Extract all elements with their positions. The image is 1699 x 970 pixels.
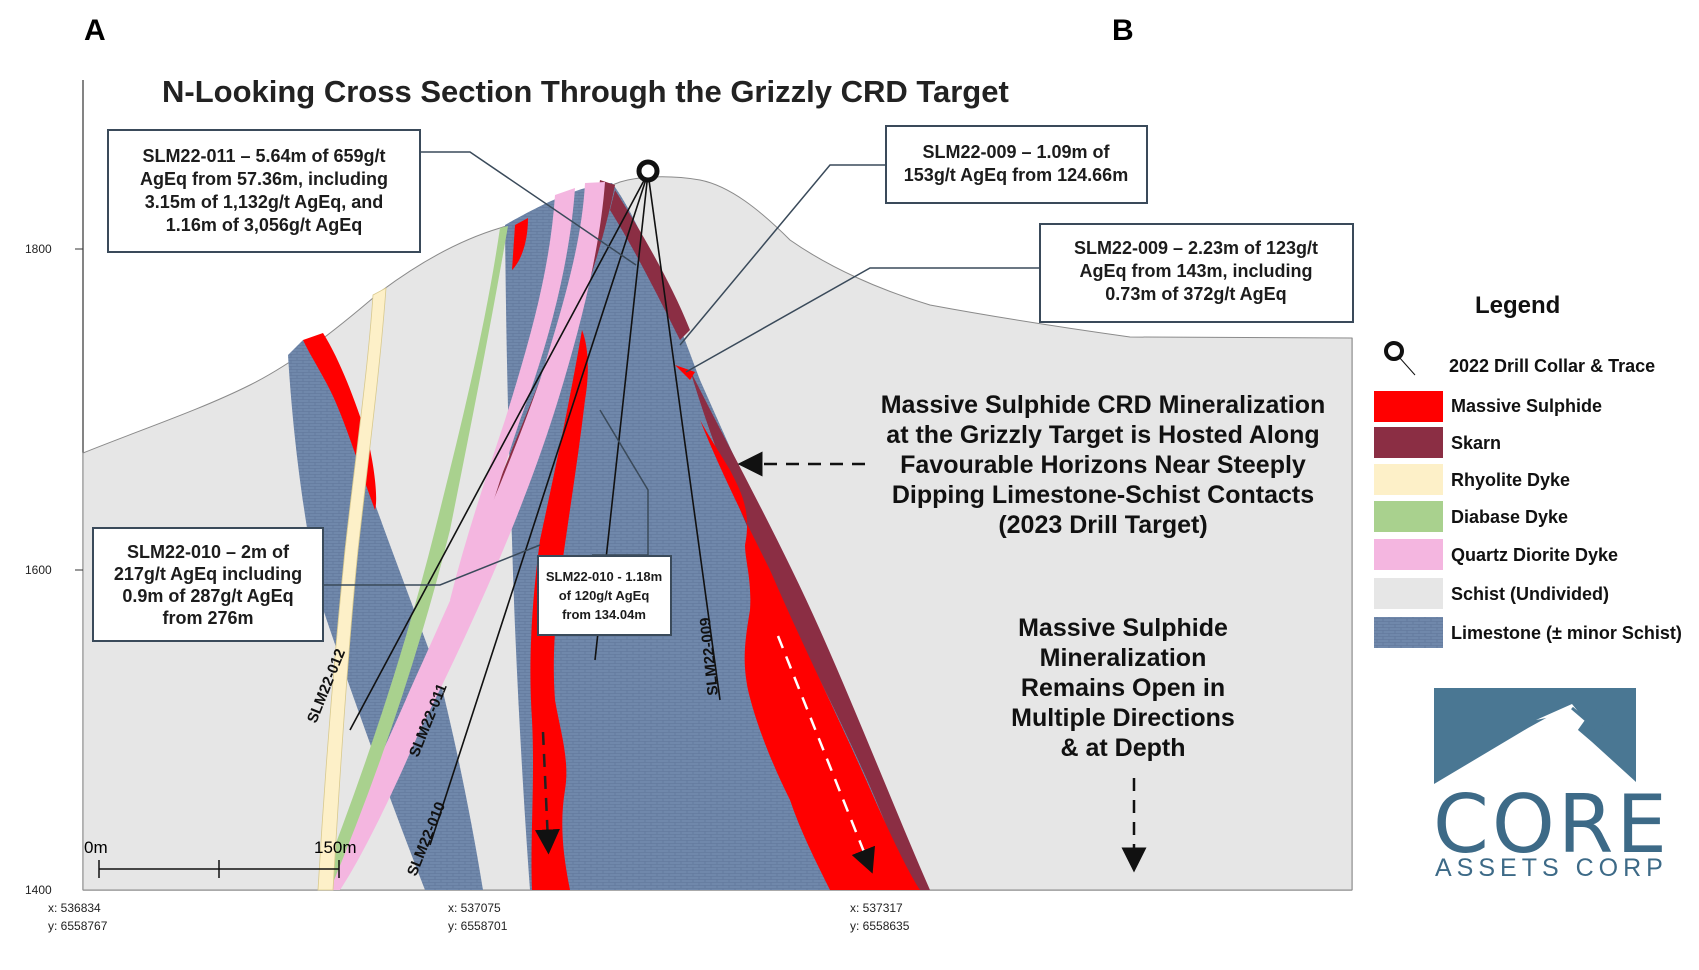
massive-sulphide-right	[700, 420, 920, 890]
svg-text:of 120g/t AgEq: of 120g/t AgEq	[559, 588, 650, 603]
massive-sulphide-collar	[512, 218, 528, 270]
coordinate-label-3: x: 537317 y: 6558635	[850, 901, 910, 933]
limestone-band-left	[288, 340, 483, 890]
open-annotation: Massive Sulphide Mineralization Remains …	[1011, 614, 1235, 762]
svg-text:Multiple Directions: Multiple Directions	[1011, 704, 1235, 732]
scale-bar: 0m 150m	[84, 838, 357, 878]
legend-swatch-schist	[1374, 578, 1443, 609]
svg-text:y: 6558635: y: 6558635	[850, 919, 910, 933]
legend-swatch-quartz-diorite	[1374, 539, 1443, 570]
svg-text:y: 6558767: y: 6558767	[48, 919, 108, 933]
corner-label-a: A	[84, 14, 106, 47]
svg-text:x: 537075: x: 537075	[448, 901, 501, 915]
legend-item-collar: 2022 Drill Collar & Trace	[1449, 356, 1655, 376]
svg-text:153g/t AgEq from 124.66m: 153g/t AgEq from 124.66m	[904, 165, 1128, 185]
massive-sulphide-small-right	[675, 365, 695, 380]
legend-item-skarn: Skarn	[1451, 433, 1501, 453]
direction-arrows	[534, 451, 1147, 874]
svg-text:0m: 0m	[84, 838, 108, 857]
legend-swatch-diabase	[1374, 501, 1443, 532]
svg-text:Massive Sulphide: Massive Sulphide	[1018, 614, 1228, 642]
svg-text:x: 536834: x: 536834	[48, 901, 101, 915]
skarn-right-rim	[690, 370, 930, 890]
svg-text:SLM22-010 - 1.18m: SLM22-010 - 1.18m	[546, 569, 662, 584]
svg-text:AgEq from 57.36m, including: AgEq from 57.36m, including	[140, 169, 388, 189]
svg-text:CORE: CORE	[1433, 778, 1670, 871]
callout-slm22-009-b: SLM22-009 – 2.23m of 123g/t AgEq from 14…	[1039, 223, 1354, 323]
svg-text:from 134.04m: from 134.04m	[562, 607, 646, 622]
svg-text:Remains Open in: Remains Open in	[1021, 674, 1225, 702]
svg-text:& at Depth: & at Depth	[1061, 734, 1186, 762]
core-assets-logo: CORE ASSETS CORP	[1433, 688, 1670, 882]
legend-item-quartz-diorite: Quartz Diorite Dyke	[1451, 545, 1618, 565]
svg-text:Dipping Limestone-Schist Conta: Dipping Limestone-Schist Contacts	[892, 481, 1314, 509]
elevation-label-1600: 1600	[25, 563, 52, 577]
legend-swatch-limestone	[1374, 617, 1443, 648]
elevation-label-1400: 1400	[25, 883, 52, 897]
leader-lines	[323, 151, 1040, 586]
legend-item-schist: Schist (Undivided)	[1451, 584, 1609, 604]
coordinate-label-2: x: 537075 y: 6558701	[448, 901, 508, 933]
elevation-label-1800: 1800	[25, 242, 52, 256]
callout-slm22-009-a: SLM22-009 – 1.09m of 153g/t AgEq from 12…	[885, 125, 1148, 204]
legend-item-limestone: Limestone (± minor Schist)	[1451, 623, 1682, 643]
drill-collar-icon	[636, 159, 660, 183]
legend-swatch-rhyolite	[1374, 464, 1443, 495]
callout-slm22-010-a: SLM22-010 – 2m of 217g/t AgEq including …	[92, 527, 324, 642]
svg-text:Favourable Horizons Near Steep: Favourable Horizons Near Steeply	[900, 451, 1306, 479]
svg-text:1.16m of 3,056g/t AgEq: 1.16m of 3,056g/t AgEq	[166, 215, 362, 235]
legend: Legend 2022 Drill Collar & Trace Massive…	[1374, 292, 1682, 648]
svg-text:SLM22-010 – 2m of: SLM22-010 – 2m of	[127, 542, 290, 562]
svg-text:(2023 Drill Target): (2023 Drill Target)	[998, 511, 1207, 539]
svg-text:Mineralization: Mineralization	[1040, 644, 1207, 672]
page-title: N-Looking Cross Section Through the Griz…	[162, 74, 1009, 109]
callout-slm22-011: SLM22-011 – 5.64m of 659g/t AgEq from 57…	[107, 129, 421, 253]
svg-text:0.73m of 372g/t AgEq: 0.73m of 372g/t AgEq	[1105, 284, 1286, 304]
mineralization-annotation: Massive Sulphide CRD Mineralization at t…	[881, 391, 1326, 539]
svg-text:150m: 150m	[314, 838, 357, 857]
svg-text:y: 6558701: y: 6558701	[448, 919, 508, 933]
rhyolite-dyke	[317, 287, 387, 891]
corner-label-b: B	[1112, 14, 1134, 47]
legend-title: Legend	[1475, 292, 1560, 319]
legend-swatch-skarn	[1374, 427, 1443, 458]
svg-text:SLM22-009 – 2.23m of 123g/t: SLM22-009 – 2.23m of 123g/t	[1074, 238, 1318, 258]
massive-sulphide-central	[530, 330, 588, 890]
svg-text:SLM22-009 – 1.09m of: SLM22-009 – 1.09m of	[922, 142, 1110, 162]
svg-text:0.9m of 287g/t AgEq: 0.9m of 287g/t AgEq	[122, 586, 293, 606]
svg-text:from 276m: from 276m	[162, 608, 253, 628]
svg-text:SLM22-011 – 5.64m of 659g/t: SLM22-011 – 5.64m of 659g/t	[142, 146, 385, 166]
svg-text:at the Grizzly Target is Hoste: at the Grizzly Target is Hosted Along	[886, 421, 1319, 449]
svg-text:ASSETS CORP: ASSETS CORP	[1435, 854, 1668, 882]
svg-text:3.15m of 1,132g/t AgEq, and: 3.15m of 1,132g/t AgEq, and	[145, 192, 383, 212]
legend-collar-icon	[1384, 341, 1404, 361]
quartz-diorite-dyke-upper	[450, 188, 575, 600]
legend-item-rhyolite: Rhyolite Dyke	[1451, 470, 1570, 490]
legend-swatch-massive-sulphide	[1374, 391, 1443, 422]
svg-text:217g/t AgEq including: 217g/t AgEq including	[114, 564, 302, 584]
svg-text:x: 537317: x: 537317	[850, 901, 903, 915]
legend-item-massive-sulphide: Massive Sulphide	[1451, 396, 1602, 416]
coordinate-label-1: x: 536834 y: 6558767	[48, 901, 108, 933]
svg-text:AgEq from 143m, including: AgEq from 143m, including	[1079, 261, 1312, 281]
quartz-diorite-dyke-main	[320, 182, 605, 890]
callout-slm22-010-b: SLM22-010 - 1.18m of 120g/t AgEq from 13…	[537, 555, 672, 636]
svg-text:Massive Sulphide CRD Mineraliz: Massive Sulphide CRD Mineralization	[881, 391, 1326, 419]
legend-item-diabase: Diabase Dyke	[1451, 507, 1568, 527]
